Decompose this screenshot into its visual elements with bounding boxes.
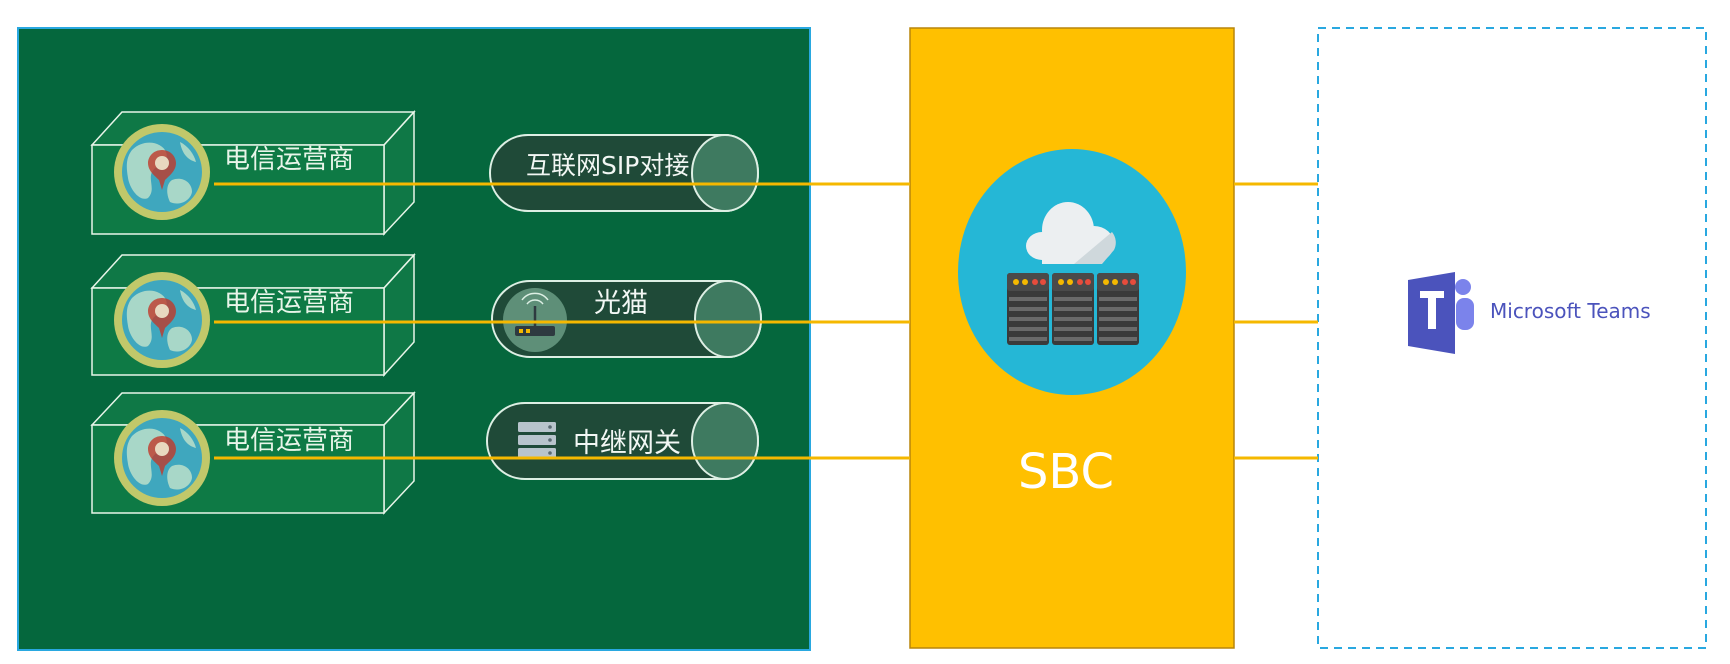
connector-lines: [214, 182, 1318, 460]
cloud-server-icon: [958, 149, 1186, 395]
connection-label-2: 光猫: [594, 288, 648, 319]
connection-label-1: 互联网SIP对接: [526, 151, 689, 180]
carrier-label-2: 电信运营商: [224, 288, 354, 318]
gateway-server-icon: [518, 422, 556, 458]
globe-icon: [114, 124, 210, 220]
carrier-label-3: 电信运营商: [224, 426, 354, 456]
connection-cylinder-3: [486, 402, 759, 480]
teams-logo-icon: [1408, 272, 1474, 354]
globe-icon: [114, 410, 210, 506]
sbc-label: SBC: [1018, 444, 1114, 500]
teams-label: Microsoft Teams: [1490, 299, 1651, 323]
carrier-label-1: 电信运营商: [224, 145, 354, 175]
connection-cylinder-1: [489, 134, 759, 212]
router-icon: [503, 288, 567, 352]
globe-icon: [114, 272, 210, 368]
connection-label-3: 中继网关: [573, 428, 681, 459]
teams-panel: [1317, 27, 1707, 649]
